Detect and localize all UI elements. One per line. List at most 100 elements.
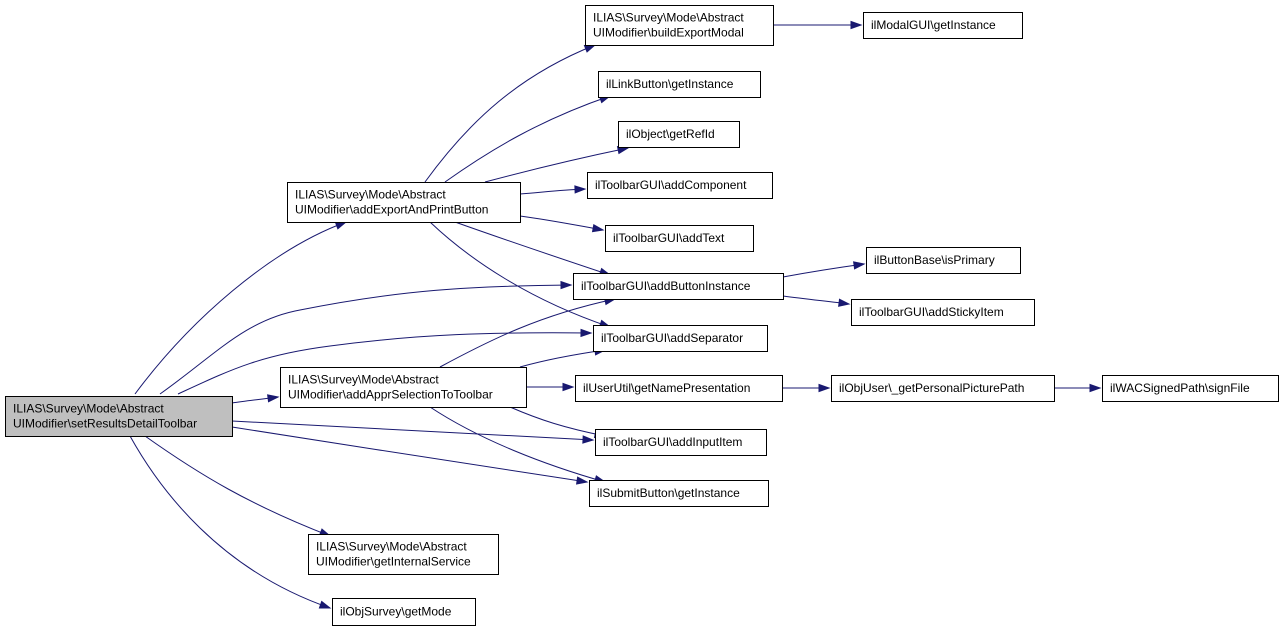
node-box — [287, 182, 521, 223]
arrowhead-personalpic-to-signfile — [1089, 383, 1102, 393]
node-box — [1102, 375, 1279, 402]
node-label: ilUserUtil\getNamePresentation — [583, 381, 750, 395]
edge-root-to-getmode — [129, 435, 331, 609]
edge-apprsel-to-addbuttoninstance — [439, 298, 616, 368]
node-label: UIModifier\addApprSelectionToToolbar — [288, 388, 493, 402]
node-label: ilToolbarGUI\addButtonInstance — [581, 279, 751, 293]
node-label: ilModalGUI\getInstance — [871, 18, 996, 32]
node-label: ilToolbarGUI\addText — [613, 231, 725, 245]
edges-layer — [129, 20, 1102, 609]
edge-apprsel-to-addinputitem — [509, 406, 606, 437]
node-apprsel[interactable]: ILIAS\Survey\Mode\AbstractUIModifier\add… — [280, 367, 527, 408]
node-box — [589, 480, 769, 507]
arrowhead-root-to-addinputitem — [582, 435, 595, 444]
node-box — [595, 429, 767, 456]
node-internal[interactable]: ILIAS\Survey\Mode\AbstractUIModifier\get… — [308, 534, 499, 575]
node-box — [280, 367, 527, 408]
node-addtext[interactable]: ilToolbarGUI\addText — [605, 225, 754, 252]
node-box — [308, 534, 499, 575]
node-addsticky[interactable]: ilToolbarGUI\addStickyItem — [851, 299, 1035, 326]
node-label: UIModifier\addExportAndPrintButton — [295, 203, 488, 217]
node-isprimary[interactable]: ilButtonBase\isPrimary — [866, 247, 1021, 274]
edge-root-to-exportprint — [134, 221, 347, 395]
node-root[interactable]: ILIAS\Survey\Mode\AbstractUIModifier\set… — [5, 396, 233, 437]
node-label: ilSubmitButton\getInstance — [597, 486, 740, 500]
node-box — [587, 172, 773, 199]
node-box — [605, 225, 754, 252]
node-label: ILIAS\Survey\Mode\Abstract — [593, 11, 744, 25]
edge-addbuttoninstance-to-isprimary — [782, 263, 865, 278]
edge-exportprint-to-linkbutton — [444, 95, 611, 183]
node-box — [332, 598, 476, 626]
node-box — [573, 273, 784, 300]
edge-exportprint-to-addseparator — [429, 221, 611, 328]
arrowhead-root-to-addseparator — [580, 328, 593, 338]
edge-root-to-submitbutton — [231, 426, 588, 483]
arrowhead-root-to-addbuttoninstance — [560, 280, 573, 290]
node-addinputitem[interactable]: ilToolbarGUI\addInputItem — [595, 429, 767, 456]
node-label: ilObjUser\_getPersonalPicturePath — [839, 381, 1024, 395]
node-signfile[interactable]: ilWACSignedPath\signFile — [1102, 375, 1279, 402]
arrowhead-getnamepres-to-personalpic — [818, 383, 831, 393]
node-modalgui[interactable]: ilModalGUI\getInstance — [863, 12, 1023, 39]
node-label: ilButtonBase\isPrimary — [874, 253, 995, 267]
node-box — [618, 121, 740, 148]
arrowhead-root-to-exportprint — [334, 221, 348, 230]
nodes-layer: ILIAS\Survey\Mode\AbstractUIModifier\set… — [5, 5, 1279, 626]
node-label: ilToolbarGUI\addComponent — [595, 178, 747, 192]
node-label: ilWACSignedPath\signFile — [1110, 381, 1250, 395]
node-buildexport[interactable]: ILIAS\Survey\Mode\AbstractUIModifier\bui… — [585, 5, 774, 46]
edge-apprsel-to-addseparator — [519, 349, 606, 368]
node-exportprint[interactable]: ILIAS\Survey\Mode\AbstractUIModifier\add… — [287, 182, 521, 223]
node-linkbutton[interactable]: ilLinkButton\getInstance — [598, 71, 761, 98]
node-label: ilLinkButton\getInstance — [606, 77, 734, 91]
arrowhead-apprsel-to-getnamepres — [562, 382, 575, 392]
node-box — [593, 325, 768, 352]
node-label: ilToolbarGUI\addInputItem — [603, 435, 742, 449]
node-label: UIModifier\setResultsDetailToolbar — [13, 417, 197, 431]
node-box — [598, 71, 761, 98]
node-label: UIModifier\getInternalService — [316, 555, 471, 569]
arrowhead-root-to-apprsel — [267, 394, 280, 403]
edge-exportprint-to-getrefid — [484, 147, 629, 183]
edge-root-to-internal — [144, 435, 331, 537]
node-label: ilObjSurvey\getMode — [340, 605, 452, 619]
node-box — [5, 396, 233, 437]
node-label: ilObject\getRefId — [626, 127, 715, 141]
node-label: ILIAS\Survey\Mode\Abstract — [13, 402, 164, 416]
arrowhead-root-to-submitbutton — [576, 476, 589, 485]
edge-root-to-addbuttoninstance — [159, 284, 572, 395]
edge-apprsel-to-submitbutton — [429, 406, 606, 483]
node-getnamepres[interactable]: ilUserUtil\getNamePresentation — [575, 375, 783, 402]
node-getmode[interactable]: ilObjSurvey\getMode — [332, 598, 476, 626]
node-box — [863, 12, 1023, 39]
arrowhead-exportprint-to-addtext — [591, 224, 605, 233]
edge-exportprint-to-addbuttoninstance — [454, 221, 611, 276]
node-addseparator[interactable]: ilToolbarGUI\addSeparator — [593, 325, 768, 352]
node-box — [831, 375, 1055, 402]
node-addbuttoninstance[interactable]: ilToolbarGUI\addButtonInstance — [573, 273, 784, 300]
arrowhead-buildexport-to-modalgui — [850, 20, 863, 30]
arrowhead-exportprint-to-addcomponent — [574, 185, 587, 194]
arrowhead-addbuttoninstance-to-isprimary — [853, 261, 866, 270]
node-personalpic[interactable]: ilObjUser\_getPersonalPicturePath — [831, 375, 1055, 402]
arrowhead-root-to-getmode — [318, 600, 332, 609]
node-box — [575, 375, 783, 402]
node-addcomponent[interactable]: ilToolbarGUI\addComponent — [587, 172, 773, 199]
node-box — [866, 247, 1021, 274]
node-label: UIModifier\buildExportModal — [593, 26, 744, 40]
node-box — [851, 299, 1035, 326]
node-label: ILIAS\Survey\Mode\Abstract — [288, 373, 439, 387]
node-label: ilToolbarGUI\addStickyItem — [859, 305, 1004, 319]
edge-root-to-addseparator — [177, 332, 592, 395]
edge-exportprint-to-addtext — [519, 215, 604, 231]
node-label: ilToolbarGUI\addSeparator — [601, 331, 743, 345]
node-box — [585, 5, 774, 46]
node-getrefid[interactable]: ilObject\getRefId — [618, 121, 740, 148]
node-submitbutton[interactable]: ilSubmitButton\getInstance — [589, 480, 769, 507]
node-label: ILIAS\Survey\Mode\Abstract — [295, 188, 446, 202]
arrowhead-exportprint-to-buildexport — [583, 44, 597, 53]
edge-root-to-addinputitem — [231, 420, 594, 441]
arrowhead-addbuttoninstance-to-addsticky — [838, 298, 851, 307]
node-label: ILIAS\Survey\Mode\Abstract — [316, 540, 467, 554]
